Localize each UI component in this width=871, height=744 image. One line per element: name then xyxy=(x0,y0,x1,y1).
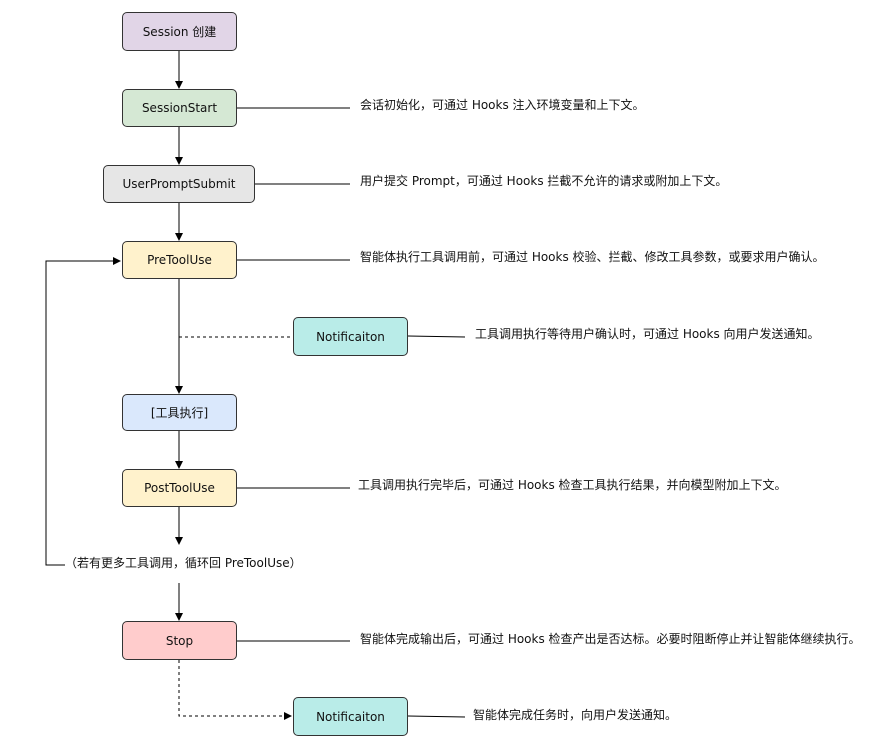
note-notification-1: 工具调用执行等待用户确认时，可通过 Hooks 向用户发送通知。 xyxy=(475,327,820,341)
note-stop: 智能体完成输出后，可通过 Hooks 检查产出是否达标。必要时阻断停止并让智能体… xyxy=(360,632,861,646)
pre-tool-use-label: PreToolUse xyxy=(147,253,212,267)
dashed-arrow-notification-2 xyxy=(178,660,292,720)
tool-exec-label: [工具执行] xyxy=(150,406,209,420)
session-create-label: Session 创建 xyxy=(142,25,217,39)
notification-node-2: Notificaiton xyxy=(293,697,408,736)
notification-label-1: Notificaiton xyxy=(316,329,385,344)
note-post-tool-use: 工具调用执行完毕后，可通过 Hooks 检查工具执行结果，并向模型附加上下文。 xyxy=(358,478,787,492)
stop-label: Stop xyxy=(165,633,194,648)
note-user-prompt-submit: 用户提交 Prompt，可通过 Hooks 拦截不允许的请求或附加上下文。 xyxy=(360,174,728,188)
post-tool-use-node: PostToolUse xyxy=(122,469,237,507)
note-line-notification-1 xyxy=(407,335,466,338)
post-tool-use-label: PostToolUse xyxy=(144,481,215,495)
loop-back-arrow xyxy=(45,257,121,566)
notification-node-1: Notificaiton xyxy=(293,317,408,356)
note-notification-2: 智能体完成任务时，向用户发送通知。 xyxy=(473,708,678,722)
pre-tool-use-node: PreToolUse xyxy=(122,241,237,279)
session-start-node: SessionStart xyxy=(122,89,237,127)
notification-label-2: Notificaiton xyxy=(316,709,385,724)
note-session-start: 会话初始化，可通过 Hooks 注入环境变量和上下文。 xyxy=(360,98,645,112)
tool-exec-node: [工具执行] xyxy=(122,394,237,431)
session-start-label: SessionStart xyxy=(141,101,218,115)
user-prompt-submit-label: UserPromptSubmit xyxy=(122,177,236,191)
note-line-notification-2 xyxy=(407,715,466,718)
note-loop-back: （若有更多工具调用，循环回 PreToolUse） xyxy=(65,556,302,570)
user-prompt-submit-node: UserPromptSubmit xyxy=(103,165,255,203)
stop-node: Stop xyxy=(122,621,237,660)
session-create-node: Session 创建 xyxy=(122,12,237,51)
note-pre-tool-use: 智能体执行工具调用前，可通过 Hooks 校验、拦截、修改工具参数，或要求用户确… xyxy=(360,250,825,264)
